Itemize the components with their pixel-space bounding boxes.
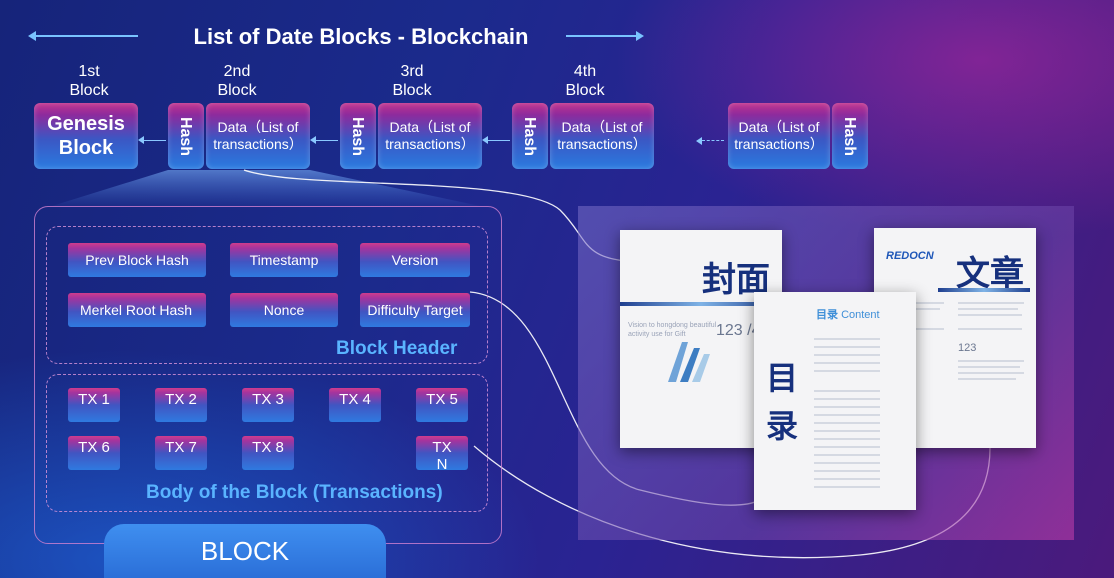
toc-title: 目录 [766,359,799,445]
article-strip [938,288,1030,292]
toc-header: 目录 Content [816,308,880,321]
cover-caption-2: activity use for Gift [628,331,686,338]
cover-graphic [668,342,710,382]
toc-page: 目录 Content 目录 [754,292,916,510]
tx-item-3: TX 3 [242,388,294,422]
field-version: Version [360,243,470,277]
chain-arrow [310,136,338,144]
title-right-arrow [566,31,644,41]
field-nonce: Nonce [230,293,338,327]
tx-item-n: TX N [416,436,468,473]
article-brand: REDOCN [886,250,934,262]
tx-item-6: TX 6 [68,436,120,470]
expansion-wedge [52,170,480,206]
tx-item-8: TX 8 [242,436,294,470]
block-body-section [46,374,488,512]
field-difficulty-target: Difficulty Target [360,293,470,327]
article-title: 文章 [956,254,1024,294]
tx-item-7: TX 7 [155,436,207,470]
hash-box-4: Hash [512,103,548,169]
field-timestamp: Timestamp [230,243,338,277]
title-left-arrow [28,31,138,41]
field-merkel-root-hash: Merkel Root Hash [68,293,206,327]
field-prev-block-hash: Prev Block Hash [68,243,206,277]
diagram-title: List of Date Blocks - Blockchain [193,24,529,49]
chain-arrow-dashed [696,137,724,145]
chain-arrow [138,136,166,144]
tx-item-5: TX 5 [416,388,468,422]
hash-box-3: Hash [340,103,376,169]
block-body-title: Body of the Block (Transactions) [146,482,443,503]
cover-caption-1: Vision to hongdong beautiful [628,322,717,329]
block-header-section [46,226,488,364]
block-tab: BLOCK [104,524,386,578]
tx-item-1: TX 1 [68,388,120,422]
tx-item-4: TX 4 [329,388,381,422]
block-header-title: Block Header [336,338,458,359]
hash-box-2: Hash [168,103,204,169]
hash-box-next: Hash [832,103,868,169]
chain-arrow [482,136,510,144]
tx-item-2: TX 2 [155,388,207,422]
cover-strip [620,302,782,306]
article-number: 123 [958,342,977,354]
